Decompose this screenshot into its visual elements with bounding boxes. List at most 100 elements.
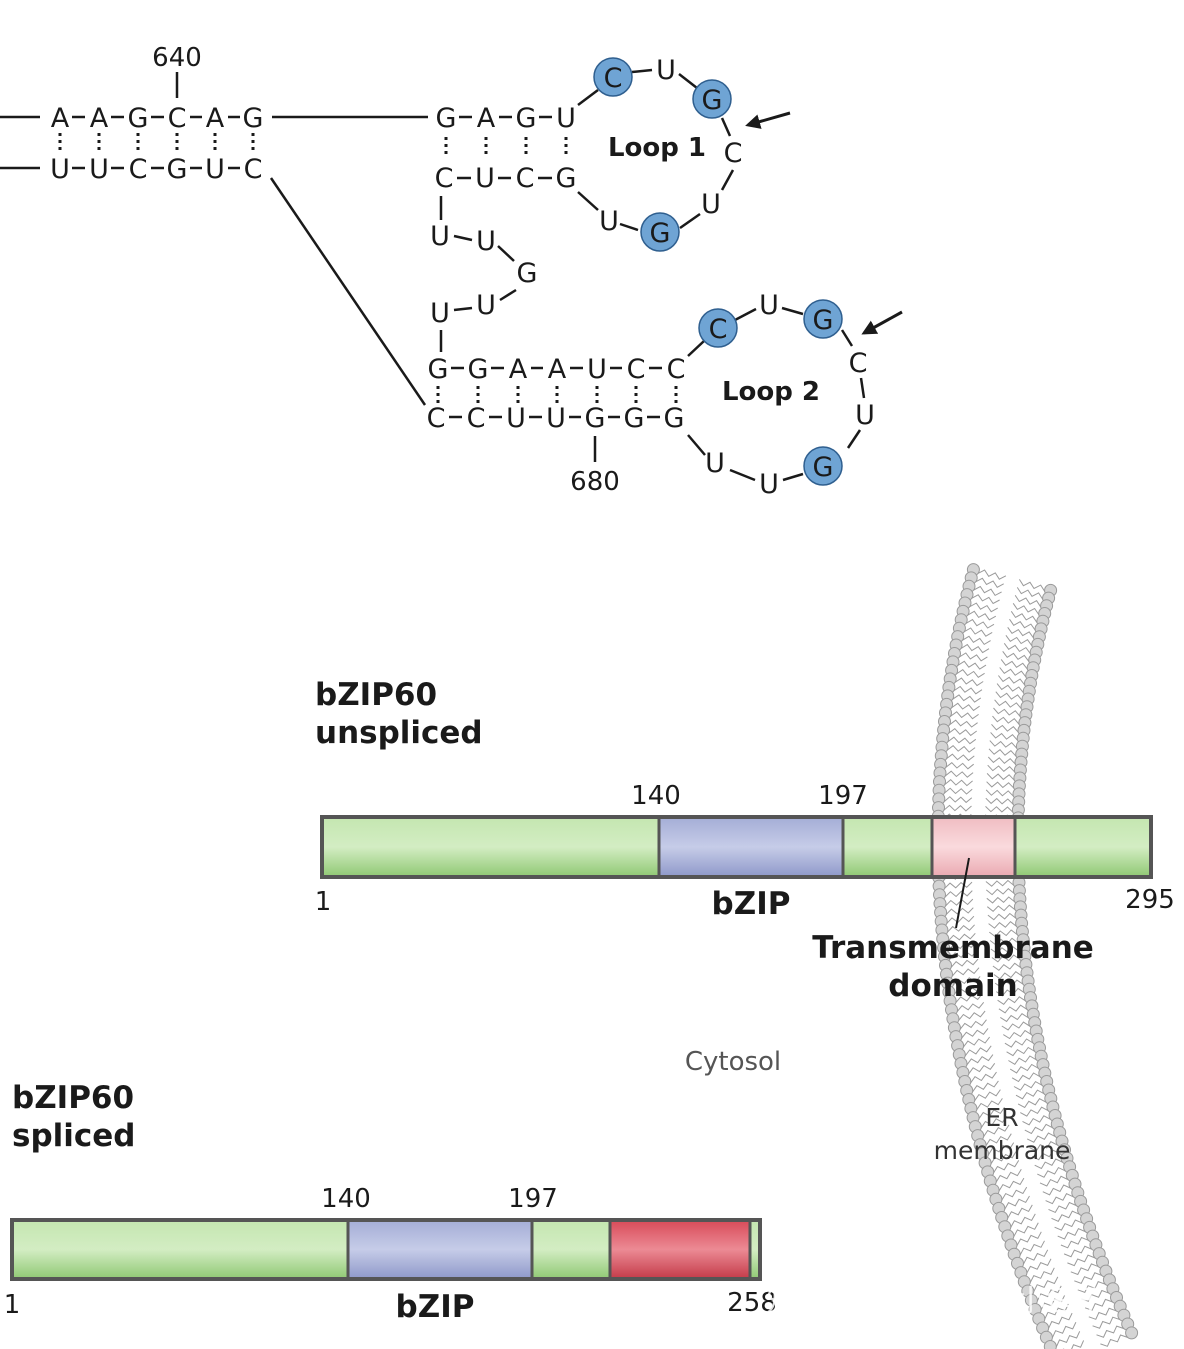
nucleotide: U — [855, 400, 875, 431]
nucleotide: C — [709, 314, 728, 345]
unspliced-pos-140: 140 — [631, 781, 681, 811]
stem3-base-pairs — [436, 386, 678, 404]
unspliced-linker-segment — [843, 817, 932, 877]
stem2-top-strand: G A G U — [436, 103, 576, 134]
nucleotide: U — [89, 154, 109, 185]
cleavage-arrow-icon — [861, 310, 903, 335]
loop1-label: Loop 1 — [608, 133, 706, 163]
nucleotide: G — [243, 103, 264, 134]
nucleotide: U — [476, 290, 496, 321]
nucleotide-cleavage-site: C — [849, 348, 868, 379]
spliced-protein-outline — [10, 1218, 762, 1281]
membrane-lipid-heads — [931, 563, 1139, 1349]
tm-label-line1: Transmembrane — [812, 930, 1094, 966]
nucleotide: C — [604, 63, 623, 94]
nucleotide: U — [50, 154, 70, 185]
tm-label-line2: domain — [888, 968, 1017, 1004]
nucleotide: U — [599, 206, 619, 237]
unspliced-bzip-segment — [659, 817, 843, 877]
spliced-title-line2: spliced — [12, 1118, 136, 1154]
nucleotide: G — [664, 403, 685, 434]
spliced-pos-end: 258 — [727, 1288, 777, 1318]
spliced-pos-140: 140 — [321, 1184, 371, 1214]
nucleotide: C — [467, 403, 486, 434]
nucleotide: C — [129, 154, 148, 185]
highlighted-nucleotide — [692, 79, 732, 119]
nucleotide: G — [428, 354, 449, 385]
nucleotide: G — [516, 103, 537, 134]
connector-diagonal — [269, 177, 427, 406]
nucleotide: G — [702, 85, 723, 116]
nucleotide: U — [475, 163, 495, 194]
nucleotide: G — [813, 305, 834, 336]
nucleotide: U — [656, 55, 676, 86]
transmembrane-domain-segment — [932, 817, 1015, 877]
er-membrane-label-line1: ER — [985, 1103, 1018, 1132]
nucleotide-cleavage-site: C — [724, 138, 743, 169]
nucleotide: A — [206, 103, 225, 134]
stem3-top-strand: G G A A U C C — [428, 354, 686, 385]
nucleotide: U — [587, 354, 607, 385]
nucleotide: G — [167, 154, 188, 185]
stem1-bottom-strand: U U C G U C — [50, 154, 262, 185]
nucleotide: G — [468, 354, 489, 385]
nucleotide: A — [548, 354, 567, 385]
stem1-top-strand: A A G C A G — [51, 103, 264, 134]
spliced-pos-197: 197 — [508, 1184, 558, 1214]
unspliced-title-line2: unspliced — [315, 715, 483, 751]
highlighted-nucleotide — [640, 212, 680, 252]
stem2-base-pairs — [444, 137, 568, 158]
unspliced-pos-end: 295 — [1125, 885, 1175, 915]
nucleotide: G — [624, 403, 645, 434]
spliced-n-terminal-segment — [12, 1220, 348, 1279]
loop1: C U G C U G U Loop 1 — [577, 55, 791, 252]
er-membrane-label-line2: membrane — [934, 1136, 1071, 1165]
nucleotide: G — [556, 163, 577, 194]
nucleotide: U — [546, 403, 566, 434]
cytosol-label: Cytosol — [685, 1047, 781, 1077]
nucleotide: A — [90, 103, 109, 134]
spliced-linker-segment — [532, 1220, 610, 1279]
nucleotide: U — [430, 221, 450, 252]
nucleotide: U — [556, 103, 576, 134]
highlighted-nucleotide — [803, 446, 843, 486]
unspliced-n-terminal-segment — [322, 817, 659, 877]
nucleotide: C — [435, 163, 454, 194]
nucleotide: U — [476, 226, 496, 257]
unspliced-pos-start: 1 — [315, 887, 332, 917]
nucleotide: U — [430, 298, 450, 329]
loop2-label: Loop 2 — [722, 377, 820, 407]
nucleotide: G — [585, 403, 606, 434]
nucleotide: A — [509, 354, 528, 385]
spliced-protein-diagram: bZIP60 spliced 140 197 1 258 bZIP — [4, 1080, 777, 1325]
stem1-base-pairs — [58, 133, 255, 151]
unspliced-title-line1: bZIP60 — [315, 677, 437, 713]
unspliced-protein-diagram: bZIP60 unspliced 140 197 1 295 bZIP Tran… — [315, 677, 1175, 1004]
nucleotide: C — [627, 354, 646, 385]
stem3-bottom-strand: C C U U G G G — [427, 403, 685, 434]
nucleotide: G — [813, 452, 834, 483]
unspliced-c-terminal-segment — [1015, 817, 1151, 877]
unspliced-protein-outline — [320, 815, 1153, 879]
nucleotide: C — [667, 354, 686, 385]
spliced-bzip-label: bZIP — [396, 1289, 475, 1325]
nucleotide: U — [506, 403, 526, 434]
loop2: C U G C U G U U Loop 2 — [687, 290, 903, 500]
nucleotide: U — [705, 448, 725, 479]
nucleotide: U — [701, 189, 721, 220]
cleavage-arrow-icon — [745, 111, 791, 129]
nucleotide: G — [517, 258, 538, 289]
stem2-bottom-strand: C U C G — [435, 163, 577, 194]
highlighted-nucleotide — [698, 308, 738, 348]
nucleotide: U — [759, 469, 779, 500]
spliced-bzip-segment — [348, 1220, 532, 1279]
nucleotide: C — [244, 154, 263, 185]
nucleotide: G — [436, 103, 457, 134]
nucleotide: G — [650, 218, 671, 249]
spliced-terminal-segment — [750, 1220, 760, 1279]
tm-leader-line — [955, 857, 970, 929]
rna-secondary-structure: A A G C A G 640 U U C G — [0, 43, 903, 500]
nucleotide: U — [759, 290, 779, 321]
linker-region: U U G U U — [430, 196, 537, 352]
